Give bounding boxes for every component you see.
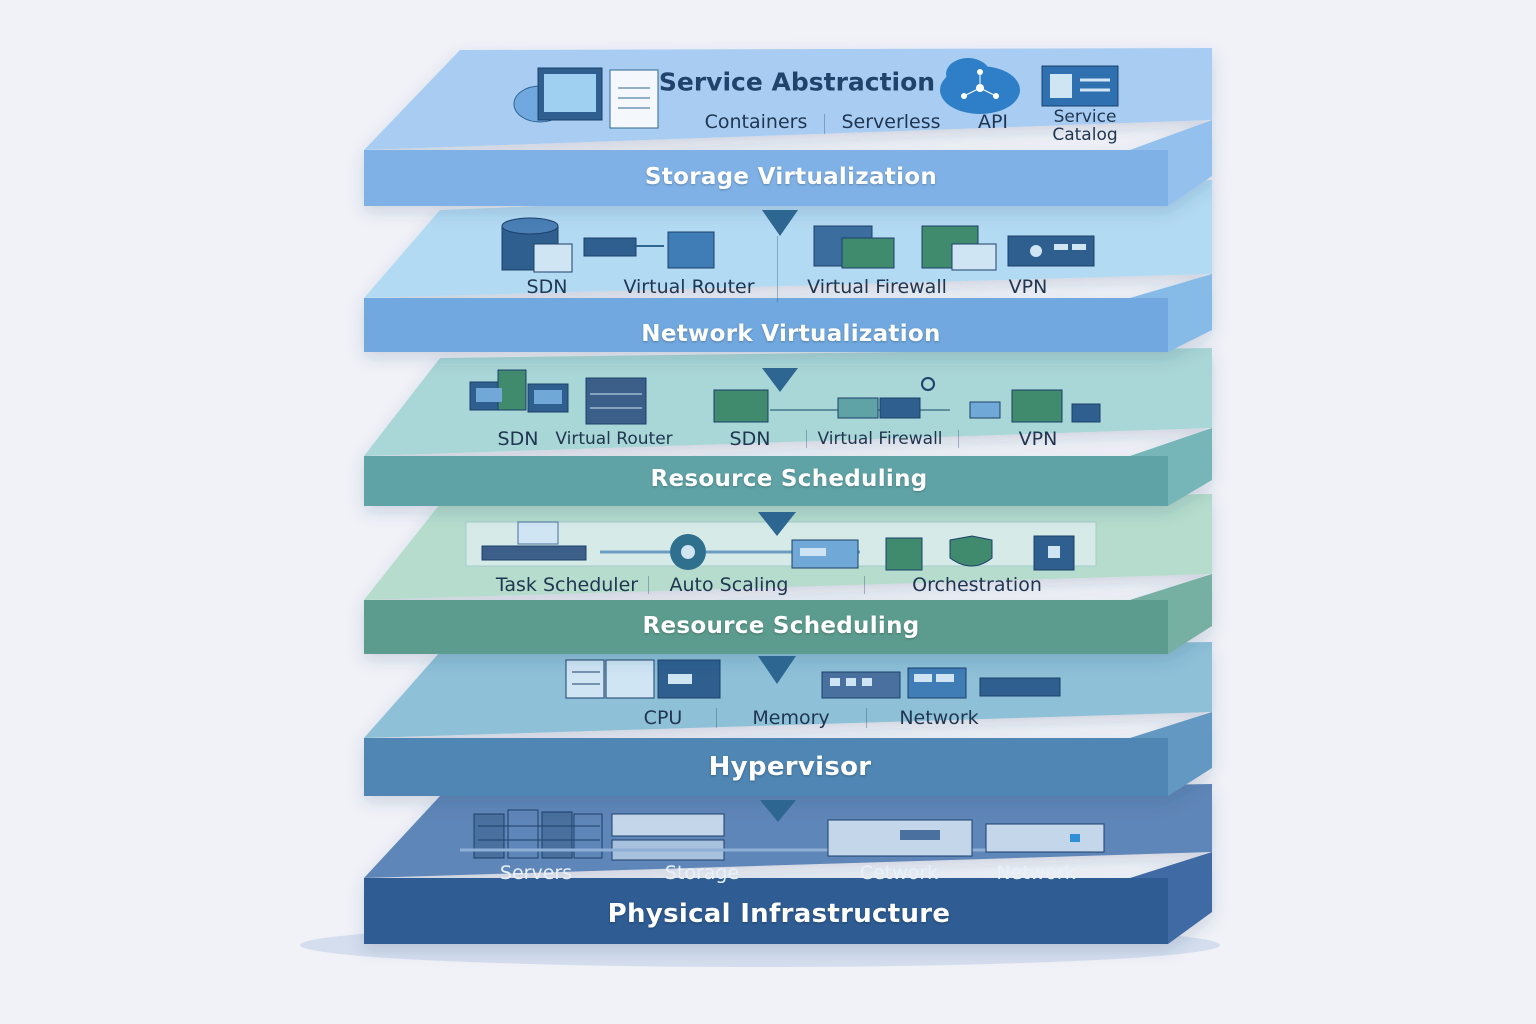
down-arrow-icon <box>762 368 798 392</box>
layer-front-face <box>364 878 1168 944</box>
workstation-icon <box>469 369 569 413</box>
layer2-item-vpn: VPN <box>1008 276 1048 299</box>
layer3-item-sdn-2: SDN <box>729 428 771 451</box>
layer3-item-virtual-router: Virtual Router <box>555 429 673 450</box>
cube-icon <box>885 537 923 571</box>
api-cloud-icon <box>940 58 1020 114</box>
layer1-title: Storage Virtualization <box>644 164 938 190</box>
layer2-item-sdn: SDN <box>526 276 568 299</box>
layer1-item-api: API <box>977 111 1009 134</box>
firewall-icon <box>837 377 935 419</box>
layer1-item-serverless: Serverless <box>841 111 941 134</box>
monitor-icon <box>537 67 603 121</box>
flow-arrows <box>758 210 798 822</box>
separator <box>777 236 778 302</box>
firewall-icon <box>813 225 997 271</box>
layer2-title: Network Virtualization <box>641 321 941 347</box>
layer4-item-orchestration: Orchestration <box>912 574 1042 597</box>
layer4-title: Resource Scheduling <box>642 613 920 639</box>
memory-icon <box>821 671 901 699</box>
layer-side-face <box>1130 852 1212 944</box>
layer5-title: Hypervisor <box>708 752 872 782</box>
layer2-item-virtual-router: Virtual Router <box>623 276 755 299</box>
cpu-icon <box>565 659 721 699</box>
layer-side-face <box>1130 574 1212 654</box>
layer-resource-scheduling-2 <box>364 494 1212 654</box>
document-icon <box>609 69 659 129</box>
layer5-item-cpu: CPU <box>643 707 683 730</box>
layer-side-face <box>1130 428 1212 506</box>
layer-front-face <box>364 456 1168 506</box>
layer-side-face <box>1130 120 1212 206</box>
layer3-item-virtual-firewall: Virtual Firewall <box>817 429 943 450</box>
layer3-item-sdn: SDN <box>497 428 539 451</box>
separator <box>824 114 825 134</box>
switch-icon <box>481 521 587 561</box>
layer1-item-service-catalog: Service Catalog <box>1052 107 1118 145</box>
layer-network-virtualization <box>364 180 1212 352</box>
layer6-item-servers: Servers <box>499 862 573 885</box>
cube-icon <box>667 231 715 269</box>
layer4-item-auto-scaling: Auto Scaling <box>669 574 789 597</box>
down-arrow-icon <box>762 210 798 236</box>
separator <box>806 430 807 448</box>
database-icon <box>501 217 573 273</box>
network-device-icon <box>827 819 1105 857</box>
down-arrow-icon <box>760 800 796 822</box>
layer-front-face <box>364 150 1168 206</box>
separator <box>716 708 717 728</box>
layer6-title: Physical Infrastructure <box>607 899 951 929</box>
shield-icon <box>949 535 993 567</box>
server-rack-icon <box>585 377 647 425</box>
layer2-item-virtual-firewall: Virtual Firewall <box>807 276 947 299</box>
layer1-item-containers: Containers <box>704 111 808 134</box>
cube-icon <box>713 389 769 423</box>
layer-front-face <box>364 298 1168 352</box>
layer3-title: Resource Scheduling <box>650 466 928 492</box>
layer-physical-infrastructure <box>364 784 1212 944</box>
gear-icon <box>670 534 706 570</box>
layer-front-face <box>364 600 1168 654</box>
layer5-item-memory: Memory <box>752 707 830 730</box>
down-arrow-icon <box>758 512 796 536</box>
layer6-item-network: Network <box>996 862 1076 885</box>
down-arrow-icon <box>758 656 796 684</box>
layer6-item-cetwork: Cetwork <box>859 862 939 885</box>
layer-hypervisor <box>364 642 1212 796</box>
vpn-icon <box>969 389 1101 423</box>
layer-service-abstraction <box>364 48 1212 206</box>
layer-side-face <box>1130 712 1212 796</box>
separator <box>866 708 867 728</box>
router-icon <box>791 539 859 569</box>
layer4-item-task-scheduler: Task Scheduler <box>495 574 639 597</box>
vpn-icon <box>1007 235 1095 267</box>
layer-resource-scheduling-1 <box>364 348 1212 506</box>
layer3-item-vpn: VPN <box>1018 428 1058 451</box>
separator <box>864 576 865 594</box>
separator <box>958 430 959 448</box>
layer-top-face <box>364 348 1212 456</box>
network-device-icon <box>907 667 1061 699</box>
layer-side-face <box>1130 274 1212 352</box>
separator <box>648 576 649 594</box>
service-abstraction-title: Service Abstraction <box>658 67 936 97</box>
router-icon <box>583 237 637 257</box>
layer6-item-storage: Storage <box>664 862 740 885</box>
catalog-icon <box>1041 65 1119 107</box>
layer-top-face <box>364 180 1212 298</box>
layer5-item-network: Network <box>899 707 979 730</box>
layer-front-face <box>364 738 1168 796</box>
